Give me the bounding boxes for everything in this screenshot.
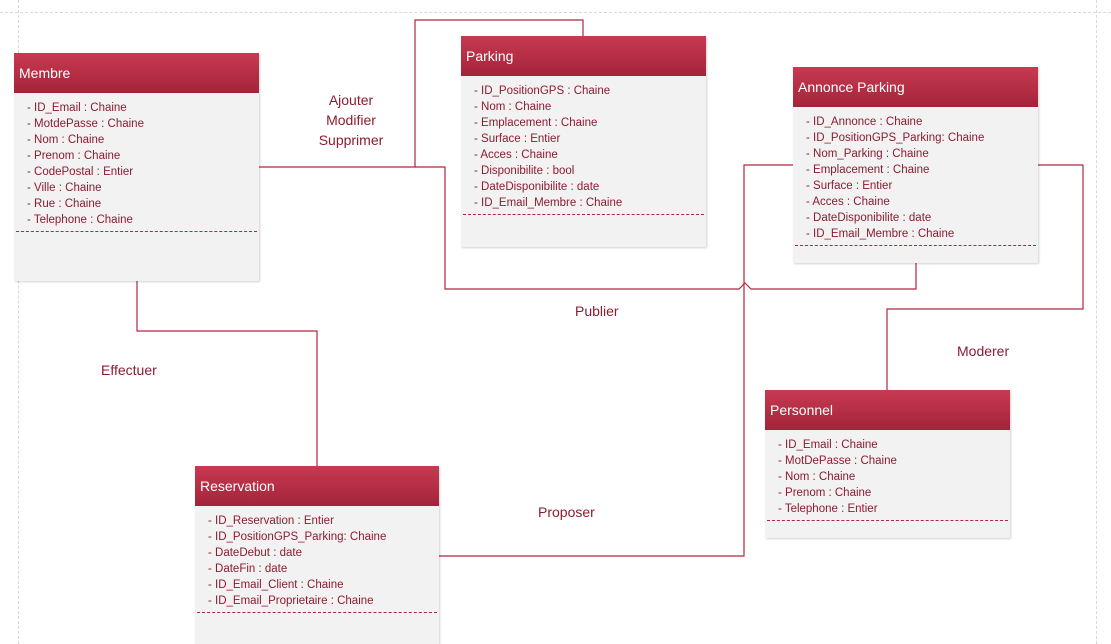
attribute: - Prenom : Chaine bbox=[27, 150, 121, 162]
operations-divider bbox=[16, 231, 257, 232]
entity-membre[interactable]: Membre - ID_Email : Chaine - MotdePasse … bbox=[14, 53, 259, 281]
operations-divider bbox=[767, 520, 1008, 521]
entity-personnel-title: Personnel bbox=[765, 390, 1010, 430]
attribute: - DateDisponibilite : date bbox=[474, 181, 600, 193]
attribute: - ID_Annonce : Chaine bbox=[806, 116, 923, 128]
attribute: - CodePostal : Entier bbox=[27, 166, 134, 178]
attribute: - Telephone : Entier bbox=[778, 503, 878, 515]
entity-parking-attributes: - ID_PositionGPS : Chaine - Nom : Chaine… bbox=[461, 76, 706, 211]
entity-personnel[interactable]: Personnel - ID_Email : Chaine - MotDePas… bbox=[765, 390, 1010, 538]
entity-personnel-attributes: - ID_Email : Chaine - MotDePasse : Chain… bbox=[765, 430, 1010, 517]
attribute: - ID_Email : Chaine bbox=[778, 439, 878, 451]
attribute: - Emplacement : Chaine bbox=[806, 164, 930, 176]
attribute: - ID_PositionGPS : Chaine bbox=[474, 85, 611, 97]
operations-divider bbox=[795, 245, 1036, 246]
connector-membre-parking bbox=[259, 19, 584, 168]
attribute: - ID_Reservation : Entier bbox=[208, 515, 334, 527]
attribute: - ID_PositionGPS_Parking: Chaine bbox=[806, 132, 985, 144]
relation-label-effectuer: Effectuer bbox=[101, 362, 157, 378]
entity-reservation[interactable]: Reservation - ID_Reservation : Entier - … bbox=[195, 466, 439, 644]
attribute: - Nom : Chaine bbox=[778, 471, 856, 483]
attribute: - ID_Email : Chaine bbox=[27, 102, 127, 114]
attribute: - ID_PositionGPS_Parking: Chaine bbox=[208, 531, 387, 543]
connector-proposer bbox=[439, 164, 793, 557]
entity-parking-title: Parking bbox=[461, 36, 706, 76]
page-guide-top bbox=[0, 12, 1111, 13]
attribute: - DateFin : date bbox=[208, 563, 288, 575]
entity-annonce-parking[interactable]: Annonce Parking - ID_Annonce : Chaine - … bbox=[793, 67, 1038, 263]
connector-moderer bbox=[886, 164, 1084, 390]
operations-divider bbox=[197, 612, 437, 613]
entity-parking[interactable]: Parking - ID_PositionGPS : Chaine - Nom … bbox=[461, 36, 706, 247]
relation-label-modifier: Modifier bbox=[326, 112, 376, 128]
attribute: - MotdePasse : Chaine bbox=[27, 118, 144, 130]
entity-reservation-attributes: - ID_Reservation : Entier - ID_PositionG… bbox=[195, 506, 439, 609]
page-guide-left bbox=[18, 0, 19, 644]
relation-label-moderer: Moderer bbox=[957, 343, 1010, 359]
attribute: - Nom_Parking : Chaine bbox=[806, 148, 929, 160]
relation-label-publier: Publier bbox=[575, 303, 619, 319]
attribute: - Nom : Chaine bbox=[27, 134, 105, 146]
operations-divider bbox=[463, 214, 704, 215]
attribute: - Ville : Chaine bbox=[27, 182, 102, 194]
relation-label-ajouter: Ajouter bbox=[328, 92, 374, 108]
attribute: - Nom : Chaine bbox=[474, 101, 552, 113]
attribute: - Prenom : Chaine bbox=[778, 487, 872, 499]
entity-annonce-title: Annonce Parking bbox=[793, 67, 1038, 107]
entity-membre-title: Membre bbox=[14, 53, 259, 93]
attribute: - Emplacement : Chaine bbox=[474, 117, 598, 129]
attribute: - DateDisponibilite : date bbox=[806, 212, 932, 224]
connector-publier bbox=[415, 166, 917, 290]
attribute: - ID_Email_Client : Chaine bbox=[208, 579, 344, 591]
attribute: - Acces : Chaine bbox=[474, 149, 558, 161]
connector-effectuer bbox=[136, 281, 318, 466]
attribute: - ID_Email_Membre : Chaine bbox=[806, 228, 955, 240]
entity-reservation-title: Reservation bbox=[195, 466, 439, 506]
relation-label-proposer: Proposer bbox=[538, 504, 595, 520]
relation-label-supprimer: Supprimer bbox=[318, 132, 384, 148]
attribute: - ID_Email_Membre : Chaine bbox=[474, 197, 623, 209]
entity-annonce-attributes: - ID_Annonce : Chaine - ID_PositionGPS_P… bbox=[793, 107, 1038, 242]
attribute: - Acces : Chaine bbox=[806, 196, 890, 208]
attribute: - ID_Email_Proprietaire : Chaine bbox=[208, 595, 374, 607]
entity-membre-attributes: - ID_Email : Chaine - MotdePasse : Chain… bbox=[14, 93, 259, 228]
attribute: - Disponibilite : bool bbox=[474, 165, 575, 177]
page-guide-right bbox=[1096, 0, 1097, 644]
attribute: - Telephone : Chaine bbox=[27, 214, 133, 226]
attribute: - DateDebut : date bbox=[208, 547, 302, 559]
attribute: - Rue : Chaine bbox=[27, 198, 102, 210]
attribute: - Surface : Entier bbox=[474, 133, 561, 145]
relation-label-ajouter-modifier-supprimer: Ajouter Modifier Supprimer bbox=[310, 90, 392, 150]
attribute: - Surface : Entier bbox=[806, 180, 893, 192]
attribute: - MotDePasse : Chaine bbox=[778, 455, 897, 467]
